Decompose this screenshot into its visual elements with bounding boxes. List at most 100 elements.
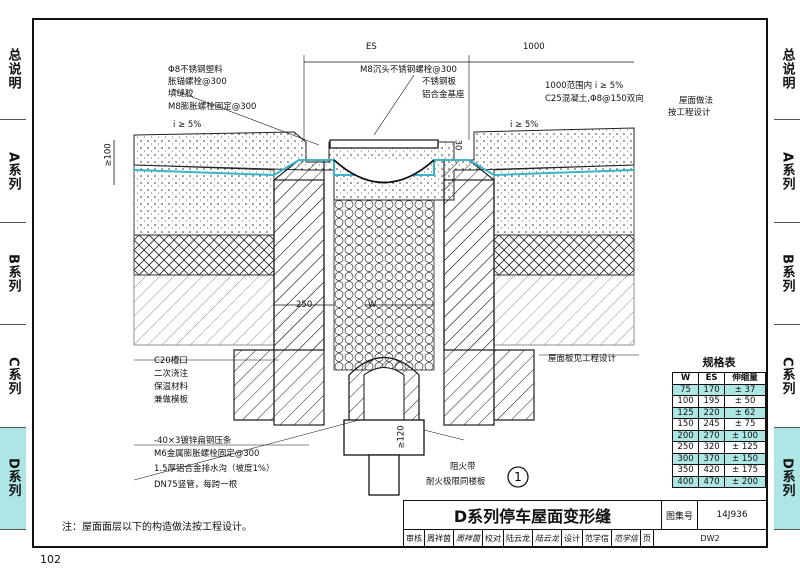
tab-general[interactable]: 总说明 xyxy=(0,18,26,121)
dim-120: ≥120 xyxy=(396,425,407,449)
checker-signature: 陆云龙 xyxy=(533,530,562,546)
dim-1000: 1000 xyxy=(523,42,545,52)
spec-table-cell: 75 xyxy=(671,383,700,396)
label-m8-bolt: M8膨胀螺栓固定@300 xyxy=(168,102,257,112)
label-plastic-bolt: Φ8不锈钢塑料 xyxy=(168,65,223,75)
spec-table-cell: 350 xyxy=(671,464,700,477)
label-expansion-bolt: 胀锚螺栓@300 xyxy=(168,77,227,87)
label-formwork: 兼做模板 xyxy=(154,395,189,405)
dim-250: 250 xyxy=(296,300,313,310)
label-fire-rating: 耐火极限同楼板 xyxy=(426,477,486,487)
spec-table-cell: 250 xyxy=(671,441,700,454)
spec-table-cell: 170 xyxy=(698,383,726,396)
spec-table-cell: ± 200 xyxy=(724,475,766,488)
spec-table-cell: 470 xyxy=(698,475,726,488)
label-drain: 1.5厚铝合金排水沟（坡度1%） xyxy=(154,464,275,474)
label-m8-countersunk: M8沉头不锈钢螺栓@300 xyxy=(360,65,457,75)
left-section-tabs: 总说明 A系列 B系列 C系列 D系列 xyxy=(0,18,26,531)
label-roof-method-2: 按工程设计 xyxy=(668,108,711,118)
reviewer-signature: 周祥茵 xyxy=(454,530,483,546)
label-c20: C20槽口 xyxy=(154,356,188,366)
spec-header-expansion: 伸缩量 xyxy=(724,372,766,385)
page-number: 102 xyxy=(40,553,61,566)
title-block: D系列停车屋面变形缝 图集号 14J936 审核 周祥茵 周祥茵 校对 陆云龙 … xyxy=(403,500,766,546)
spec-table-cell: ± 62 xyxy=(724,406,766,419)
dim-100: ≥100 xyxy=(103,143,114,167)
label-fire-belt: 阻火带 xyxy=(450,462,476,472)
tab-a-series-right[interactable]: A系列 xyxy=(774,120,800,223)
spec-table-cell: 400 xyxy=(671,475,700,488)
design-label: 设计 xyxy=(562,530,583,546)
spec-table-cell: ± 175 xyxy=(724,464,766,477)
drawing-frame xyxy=(32,18,768,548)
label-range-slope: 1000范围内 i ≥ 5% xyxy=(545,81,624,91)
label-c25: C25混凝土,Φ8@150双向 xyxy=(545,94,644,104)
tab-d-series-right[interactable]: D系列 xyxy=(774,427,800,531)
review-label: 审核 xyxy=(404,530,425,546)
spec-table-cell: ± 125 xyxy=(724,441,766,454)
check-label: 校对 xyxy=(483,530,504,546)
drawing-title: D系列停车屋面变形缝 xyxy=(404,501,662,529)
spec-table-cell: 100 xyxy=(671,395,700,408)
spec-table-cell: 150 xyxy=(671,418,700,431)
tab-d-series[interactable]: D系列 xyxy=(0,427,26,531)
dim-w: W xyxy=(368,300,377,310)
spec-table-cell: 320 xyxy=(698,441,726,454)
right-section-tabs: 总说明 A系列 B系列 C系列 D系列 xyxy=(774,18,800,531)
spec-table-cell: 200 xyxy=(671,429,700,442)
page-code: DW2 xyxy=(700,533,720,543)
designer-name: 范学信 xyxy=(583,530,612,546)
spec-table-cell: ± 50 xyxy=(724,395,766,408)
atlas-label: 图集号 xyxy=(662,501,698,529)
tab-a-series[interactable]: A系列 xyxy=(0,120,26,223)
spec-table-cell: ± 100 xyxy=(724,429,766,442)
atlas-number: 14J936 xyxy=(716,510,748,520)
spec-header-w: W xyxy=(671,372,700,385)
tab-c-series-right[interactable]: C系列 xyxy=(774,325,800,428)
spec-table-cell: 195 xyxy=(698,395,726,408)
label-m6-bolt: M6金属膨胀螺栓固定@300 xyxy=(154,449,260,459)
spec-table-cell: ± 37 xyxy=(724,383,766,396)
footnote: 注：屋面面层以下的构造做法按工程设计。 xyxy=(62,522,252,533)
detail-number: 1 xyxy=(514,470,522,484)
checker-name: 陆云龙 xyxy=(504,530,533,546)
spec-table-cell: 300 xyxy=(671,452,700,465)
spec-table-cell: 270 xyxy=(698,429,726,442)
spec-table-title: 规格表 xyxy=(702,356,736,369)
label-ss-plate: 不锈钢板 xyxy=(422,77,457,87)
label-roof-method-1: 屋面做法 xyxy=(679,96,714,106)
label-roof-slab: 屋面板见工程设计 xyxy=(548,354,617,364)
spec-header-es: ES xyxy=(698,372,726,385)
label-dn75: DN75竖管，每跨一根 xyxy=(154,480,238,490)
tab-c-series[interactable]: C系列 xyxy=(0,325,26,428)
label-sealant: 填缝胶 xyxy=(168,89,194,99)
spec-table-cell: 220 xyxy=(698,406,726,419)
label-al-base: 铝合金基座 xyxy=(422,90,465,100)
spec-table-cell: ± 150 xyxy=(724,452,766,465)
label-second-pour: 二次浇注 xyxy=(154,369,189,379)
tab-b-series-right[interactable]: B系列 xyxy=(774,223,800,326)
dim-30: 30 xyxy=(452,139,463,151)
tab-b-series[interactable]: B系列 xyxy=(0,223,26,326)
label-slope-left: i ≥ 5% xyxy=(173,120,202,130)
spec-table-cell: 245 xyxy=(698,418,726,431)
dim-es: ES xyxy=(366,42,377,52)
spec-table-cell: 370 xyxy=(698,452,726,465)
section-drawing: 1 xyxy=(113,55,639,496)
spec-table-cell: ± 75 xyxy=(724,418,766,431)
spec-table-cell: 420 xyxy=(698,464,726,477)
tab-general-right[interactable]: 总说明 xyxy=(774,18,800,121)
reviewer-name: 周祥茵 xyxy=(425,530,454,546)
label-insulation: 保温材料 xyxy=(154,382,189,392)
spec-table-cell: 125 xyxy=(671,406,700,419)
